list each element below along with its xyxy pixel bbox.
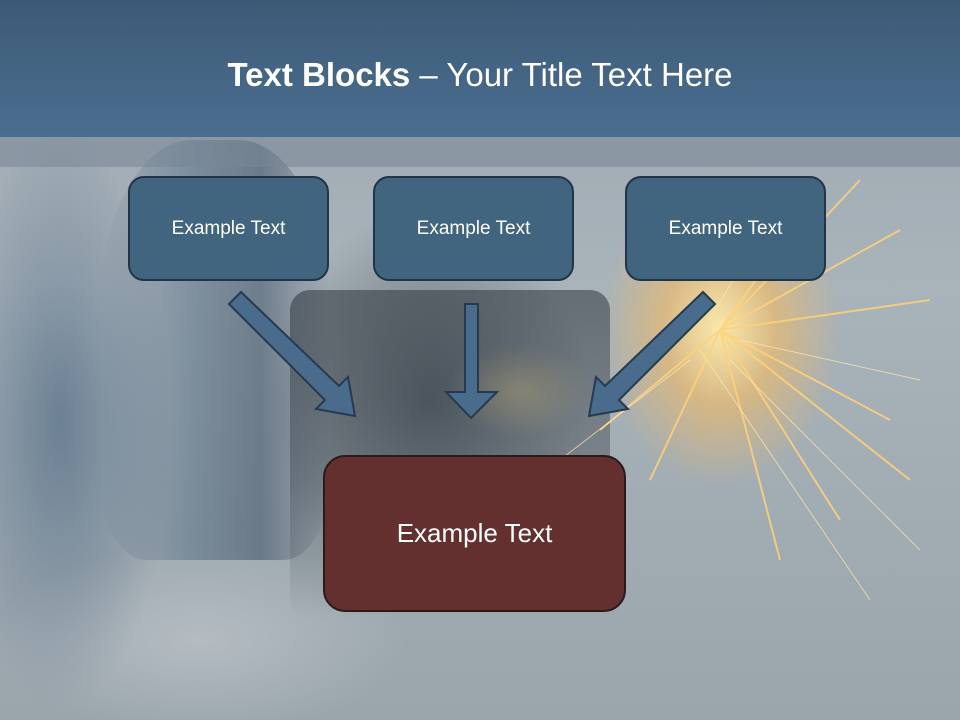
text-block-left-label: Example Text <box>171 217 286 239</box>
result-text-block-label: Example Text <box>396 518 553 548</box>
text-block-center-label: Example Text <box>416 217 531 239</box>
title-bold-part: Text Blocks <box>227 56 411 93</box>
result-text-block[interactable]: Example Text <box>323 455 626 612</box>
text-block-left[interactable]: Example Text <box>128 176 329 281</box>
arrow-left-to-center[interactable] <box>227 290 357 418</box>
arrow-center-down[interactable] <box>443 303 500 420</box>
arrow-right-to-center[interactable] <box>587 290 717 418</box>
text-block-right[interactable]: Example Text <box>625 176 826 281</box>
title-rest-part: – Your Title Text Here <box>410 56 733 93</box>
title-header-bar <box>0 0 960 137</box>
text-block-center[interactable]: Example Text <box>373 176 574 281</box>
text-block-right-label: Example Text <box>668 217 783 239</box>
header-underband <box>0 137 960 167</box>
slide-title[interactable]: Text Blocks – Your Title Text Here <box>0 52 960 98</box>
